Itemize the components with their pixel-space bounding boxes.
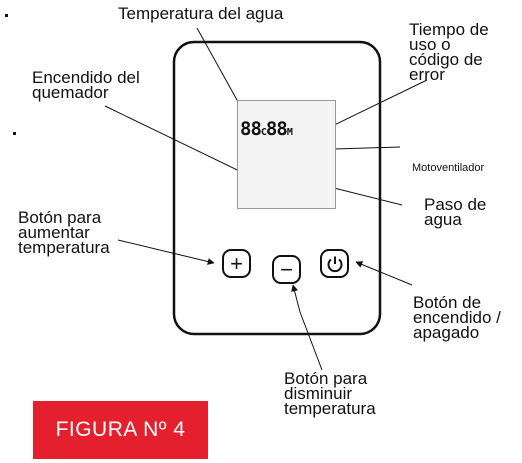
label-usage-time: Tiempo de uso o código de error bbox=[409, 20, 489, 84]
leader-raise-temp bbox=[117, 239, 215, 265]
figure-badge: FIGURA Nº 4 bbox=[33, 401, 208, 459]
increase-temp-button[interactable]: + bbox=[222, 249, 251, 278]
label-water-temp: Temperatura del agua bbox=[118, 4, 284, 23]
margin-mark-top bbox=[5, 14, 8, 17]
leader-onoff bbox=[355, 261, 413, 286]
label-burner: Encendido del quemador bbox=[32, 68, 140, 102]
time-digits: 88 bbox=[265, 118, 288, 140]
label-water-flow: Paso de agua bbox=[424, 195, 487, 229]
leader-burner bbox=[104, 105, 259, 181]
temp-unit: C bbox=[260, 127, 267, 138]
margin-mark-side bbox=[13, 132, 16, 135]
label-raise-temp: Botón para aumentar temperatura bbox=[18, 208, 110, 257]
label-onoff: Botón de encendido / apagado bbox=[413, 293, 501, 342]
lcd-display bbox=[237, 100, 336, 209]
plus-icon: + bbox=[230, 250, 243, 276]
lcd-readout: 88C88M bbox=[240, 118, 293, 140]
leader-usage-time bbox=[323, 79, 428, 131]
label-fan: Motoventilador bbox=[412, 162, 485, 174]
time-unit: M bbox=[286, 127, 293, 138]
power-button[interactable] bbox=[320, 249, 349, 278]
minus-icon: − bbox=[280, 256, 293, 282]
power-icon bbox=[327, 256, 342, 272]
temp-digits: 88 bbox=[240, 118, 262, 140]
figure-label: FIGURA Nº 4 bbox=[55, 418, 186, 441]
decrease-temp-button[interactable]: − bbox=[272, 255, 301, 284]
leader-lower-temp bbox=[291, 284, 323, 371]
label-lower-temp: Botón para disminuir temperatura bbox=[284, 369, 376, 418]
